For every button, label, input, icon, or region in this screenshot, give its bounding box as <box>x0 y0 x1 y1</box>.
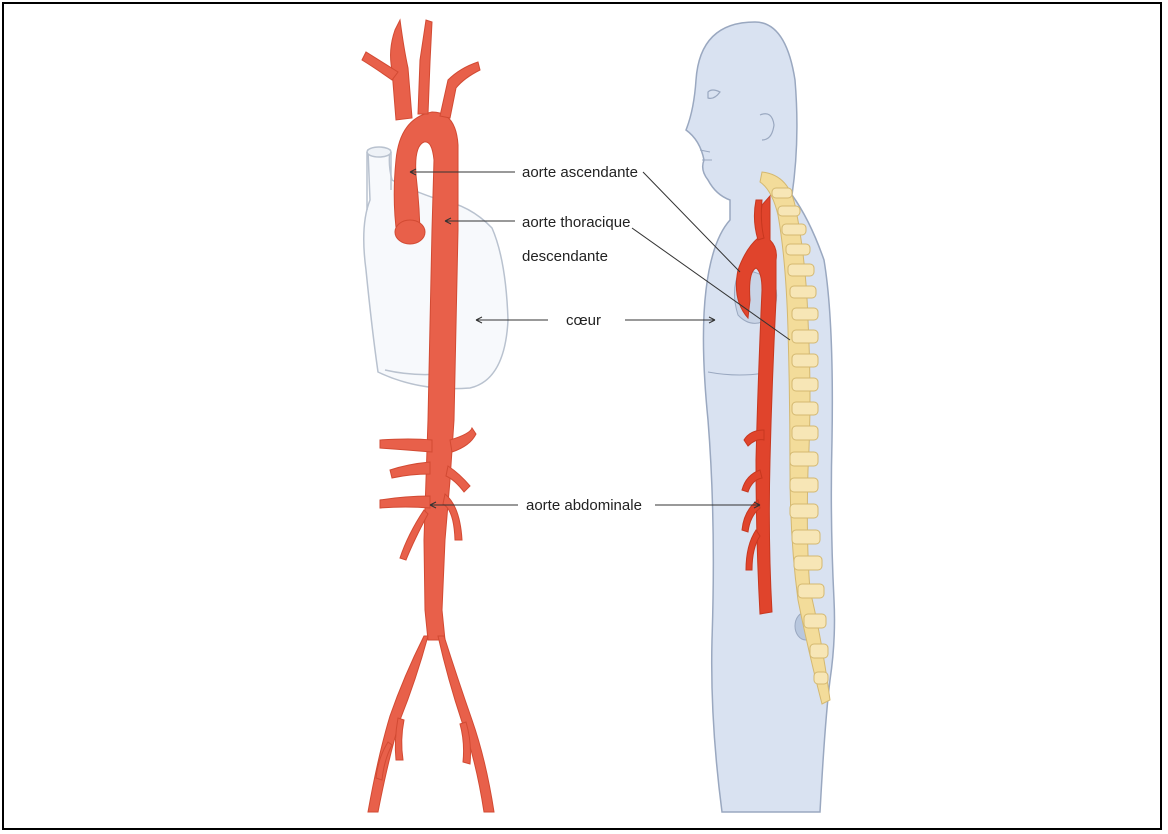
label-aorte-thoracique-line2: descendante <box>522 248 608 265</box>
left-aorta-illustration <box>362 20 508 812</box>
label-aorte-ascendante: aorte ascendante <box>522 164 638 181</box>
label-aorte-abdominale: aorte abdominale <box>526 497 642 514</box>
aorta-isolated <box>362 20 494 812</box>
label-aorte-thoracique-line1: aorte thoracique <box>522 214 630 231</box>
label-coeur: cœur <box>566 312 601 329</box>
